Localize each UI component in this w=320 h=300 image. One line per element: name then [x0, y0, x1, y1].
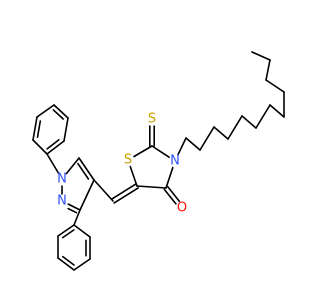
bond-line-24b — [61, 255, 75, 266]
bond-line-1 — [151, 145, 170, 158]
bond-line-19 — [63, 117, 69, 142]
bond-line-24a — [57, 257, 75, 271]
bond-line-25 — [73, 258, 91, 271]
bond-line-7b — [113, 187, 139, 204]
bond-line-38 — [265, 59, 271, 81]
bond-line-30 — [199, 126, 215, 151]
bond-line-18b — [52, 109, 65, 120]
bond-line-35 — [269, 104, 285, 118]
bond-line-31 — [213, 126, 229, 140]
bond-line-20b — [46, 139, 60, 150]
bond-line-9a — [78, 157, 95, 181]
bond-line-16b — [36, 120, 42, 138]
bond-line-6b — [166, 185, 181, 202]
atom-label-n2: N — [57, 194, 67, 209]
bond-line-8 — [93, 179, 114, 202]
atom-label-n3: N — [170, 154, 180, 169]
bond-line-22b — [61, 229, 75, 239]
atom-label-n1: N — [57, 172, 67, 187]
bond-line-16a — [32, 116, 38, 141]
bond-line-14 — [46, 153, 60, 174]
molecule-diagram: N N N S S O — [32, 51, 285, 271]
bond-layer — [32, 51, 285, 271]
bond-line-2 — [165, 166, 174, 189]
bond-line-6a — [163, 188, 177, 205]
bond-line-3 — [136, 185, 167, 189]
atom-label-o1: O — [177, 201, 187, 216]
bond-line-15 — [32, 139, 48, 155]
bond-line-37 — [265, 79, 285, 93]
bond-line-33 — [241, 115, 257, 129]
atom-label-s1: S — [124, 153, 132, 168]
bond-line-32 — [227, 115, 243, 140]
bond-line-27 — [73, 224, 91, 238]
bond-line-39 — [251, 51, 271, 61]
bond-line-4 — [129, 165, 138, 187]
bond-line-10 — [65, 157, 80, 175]
bond-line-28 — [177, 137, 187, 156]
bond-line-34 — [255, 104, 271, 129]
bond-line-13 — [79, 179, 95, 211]
bond-line-22a — [57, 224, 75, 237]
bond-line-7a — [111, 183, 137, 200]
atom-label-s2: S — [148, 112, 156, 127]
bond-line-18a — [53, 104, 69, 119]
bond-line-12a — [67, 203, 81, 211]
bond-line-0 — [133, 145, 153, 158]
bond-line-20a — [46, 140, 65, 155]
atom-label-layer: N N N S S O — [57, 112, 187, 216]
bond-line-17 — [36, 104, 55, 118]
bond-line-29 — [185, 137, 201, 151]
bond-line-21 — [73, 209, 81, 226]
bond-line-12b — [67, 207, 78, 214]
bond-line-9b — [77, 162, 90, 180]
